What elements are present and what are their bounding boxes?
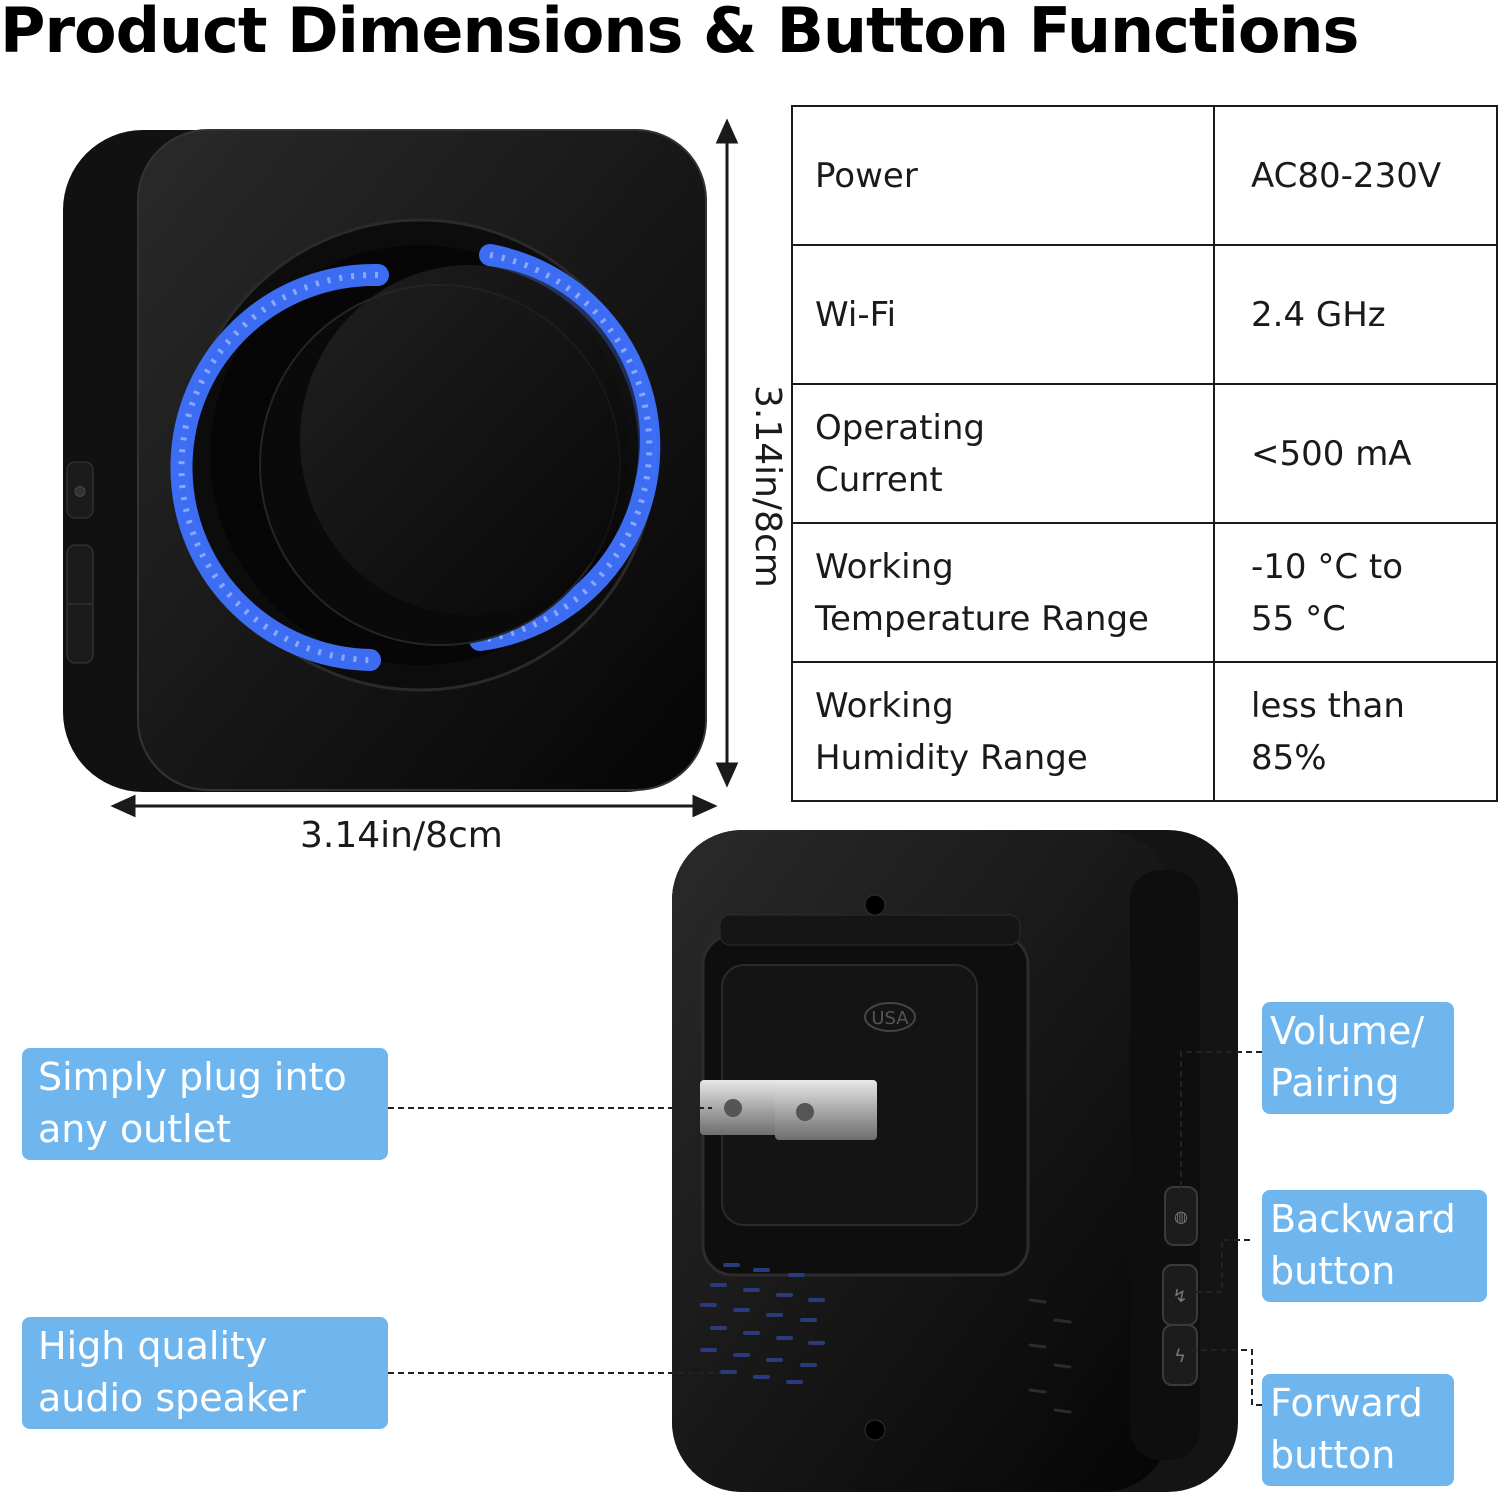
spec-row: Power AC80-230V bbox=[791, 105, 1498, 246]
spec-value: <500 mA bbox=[1213, 383, 1498, 524]
forward-backward-buttons[interactable] bbox=[66, 544, 94, 664]
spec-value: AC80-230V bbox=[1213, 105, 1498, 246]
back-device: USA ◍ ↯ ϟ bbox=[672, 830, 1238, 1492]
width-label: 3.14in/8cm bbox=[300, 815, 503, 856]
spec-row: Wi-Fi 2.4 GHz bbox=[791, 244, 1498, 385]
callout-text: audio speaker bbox=[38, 1376, 306, 1420]
spec-value: 2.4 GHz bbox=[1213, 244, 1498, 385]
volume-pairing-button-back[interactable]: ◍ bbox=[1164, 1186, 1198, 1246]
callout-text: button bbox=[1270, 1433, 1396, 1477]
callout-speaker: High quality audio speaker bbox=[22, 1317, 388, 1429]
callout-plug: Simply plug into any outlet bbox=[22, 1048, 388, 1160]
callout-backward: Backward button bbox=[1262, 1190, 1487, 1302]
forward-button-back[interactable]: ϟ bbox=[1162, 1324, 1198, 1386]
height-arrow bbox=[715, 118, 739, 788]
callout-text: High quality bbox=[38, 1324, 268, 1368]
width-arrow bbox=[110, 794, 718, 818]
volume-pairing-button[interactable]: ◍ bbox=[66, 461, 94, 519]
height-label: 3.14in/8cm bbox=[747, 385, 788, 588]
leader-lines bbox=[388, 1051, 1262, 1406]
spec-label: Power bbox=[791, 105, 1215, 246]
backward-button-back[interactable]: ↯ bbox=[1162, 1264, 1198, 1326]
wifi-icon: ◍ bbox=[1174, 1207, 1188, 1226]
front-device: ◍ bbox=[63, 129, 707, 792]
power-plug: USA bbox=[700, 914, 1030, 1277]
callout-volume: Volume/ Pairing bbox=[1262, 1002, 1454, 1114]
callout-text: Pairing bbox=[1270, 1061, 1400, 1105]
vent-slots bbox=[1028, 1298, 1072, 1414]
speaker-grille bbox=[700, 1263, 825, 1384]
bolt-icon: ϟ bbox=[1174, 1346, 1186, 1367]
callout-text: button bbox=[1270, 1249, 1396, 1293]
callout-forward: Forward button bbox=[1262, 1374, 1454, 1486]
callout-text: Simply plug into bbox=[38, 1055, 347, 1099]
page-title: Product Dimensions & Button Functions bbox=[0, 0, 1359, 67]
spec-label: Wi-Fi bbox=[791, 244, 1215, 385]
arrow-icon: ↯ bbox=[1172, 1286, 1187, 1307]
led-ring bbox=[170, 244, 661, 671]
callout-text: Volume/ bbox=[1270, 1009, 1425, 1053]
svg-text:◍: ◍ bbox=[74, 483, 86, 499]
callout-text: any outlet bbox=[38, 1107, 232, 1151]
plug-stamp: USA bbox=[871, 1008, 909, 1029]
callout-text: Backward bbox=[1270, 1197, 1456, 1241]
callout-text: Forward bbox=[1270, 1381, 1423, 1425]
